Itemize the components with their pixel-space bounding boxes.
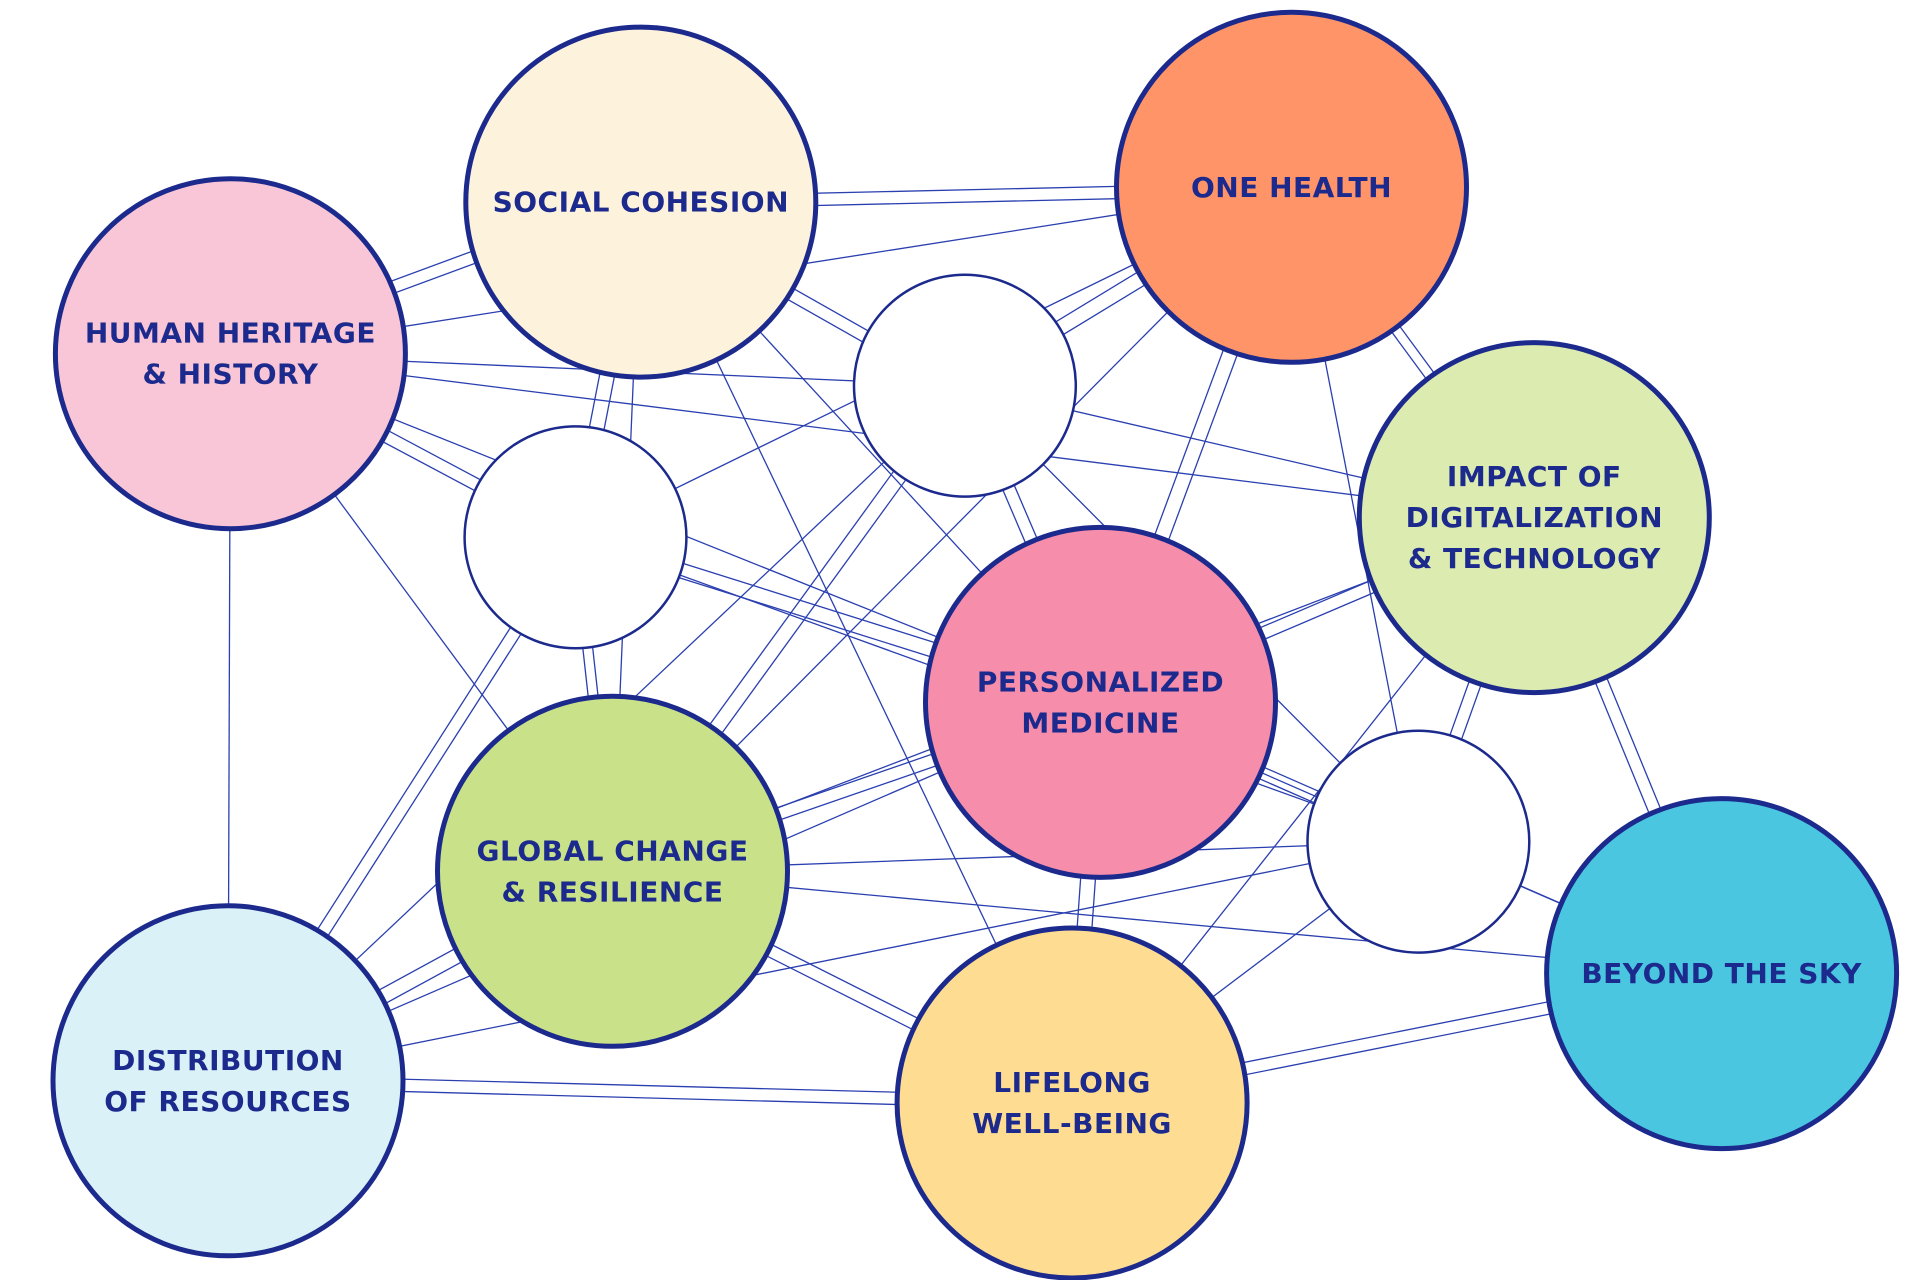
topic-circle-human-heritage <box>52 176 408 532</box>
topic-label-global-change-line-2: & RESILIENCE <box>502 875 724 908</box>
topic-label-one-health-line-1: ONE HEALTH <box>1191 171 1392 204</box>
topic-label-personalized-medicine-line-2: MEDICINE <box>1021 706 1179 739</box>
topic-circle-beyond-the-sky <box>1544 796 1900 1152</box>
topic-label-distribution-resources-line-1: DISTRIBUTION <box>112 1044 344 1077</box>
topic-label-impact-digitalization-line-2: DIGITALIZATION <box>1406 501 1663 534</box>
topic-circle-blank-2 <box>463 425 688 650</box>
topic-circle-global-change <box>435 693 790 1049</box>
topic-node-distribution-resources: DISTRIBUTION OF RESOURCES <box>50 903 406 1259</box>
topic-node-blank-1 <box>852 273 1078 498</box>
topic-node-one-health: ONE HEALTH <box>1114 9 1469 365</box>
connection-line-global-change-to-beyond-the-sky <box>612 870 1722 975</box>
topic-label-human-heritage-line-2: & HISTORY <box>142 358 318 391</box>
topic-node-blank-3 <box>1306 729 1531 954</box>
topic-circle-blank-3 <box>1306 729 1531 954</box>
topic-node-personalized-medicine: PERSONALIZED MEDICINE <box>923 524 1278 880</box>
connection-line-distribution-resources-to-blank-3 <box>227 841 1419 1082</box>
topic-label-distribution-resources-line-2: OF RESOURCES <box>104 1085 351 1118</box>
topic-label-lifelong-wellbeing-line-1: LIFELONG <box>993 1066 1151 1099</box>
topic-label-impact-digitalization-line-1: IMPACT OF <box>1447 460 1622 493</box>
topic-node-human-heritage: HUMAN HERITAGE & HISTORY <box>52 176 408 532</box>
topic-node-beyond-the-sky: BEYOND THE SKY <box>1544 796 1900 1152</box>
topic-label-social-cohesion-line-1: SOCIAL COHESION <box>493 186 789 219</box>
topic-circle-impact-digitalization <box>1356 340 1712 696</box>
topic-label-beyond-the-sky-line-1: BEYOND THE SKY <box>1581 957 1862 990</box>
topic-node-lifelong-wellbeing: LIFELONG WELL-BEING <box>894 925 1250 1280</box>
topic-circle-blank-1 <box>852 273 1078 498</box>
topic-label-lifelong-wellbeing-line-2: WELL-BEING <box>972 1107 1172 1140</box>
topic-circle-lifelong-wellbeing <box>894 925 1250 1280</box>
topic-nodes: SOCIAL COHESION ONE HEALTH HUMAN HERITAGE &… <box>50 9 1900 1280</box>
topic-label-global-change-line-1: GLOBAL CHANGE <box>477 834 749 867</box>
topic-circle-distribution-resources <box>50 903 406 1259</box>
topic-circle-social-cohesion <box>463 24 819 380</box>
topic-label-impact-digitalization-line-3: & TECHNOLOGY <box>1408 542 1661 575</box>
topic-node-social-cohesion: SOCIAL COHESION <box>463 24 819 380</box>
topic-node-impact-digitalization: IMPACT OF DIGITALIZATION & TECHNOLOGY <box>1356 340 1712 696</box>
topic-node-blank-2 <box>463 425 688 650</box>
topic-circle-one-health <box>1114 9 1469 365</box>
topic-node-global-change: GLOBAL CHANGE & RESILIENCE <box>435 693 790 1049</box>
topic-label-personalized-medicine-line-1: PERSONALIZED <box>977 665 1224 698</box>
topic-label-human-heritage-line-1: HUMAN HERITAGE <box>85 317 376 350</box>
topic-circle-personalized-medicine <box>923 524 1278 880</box>
